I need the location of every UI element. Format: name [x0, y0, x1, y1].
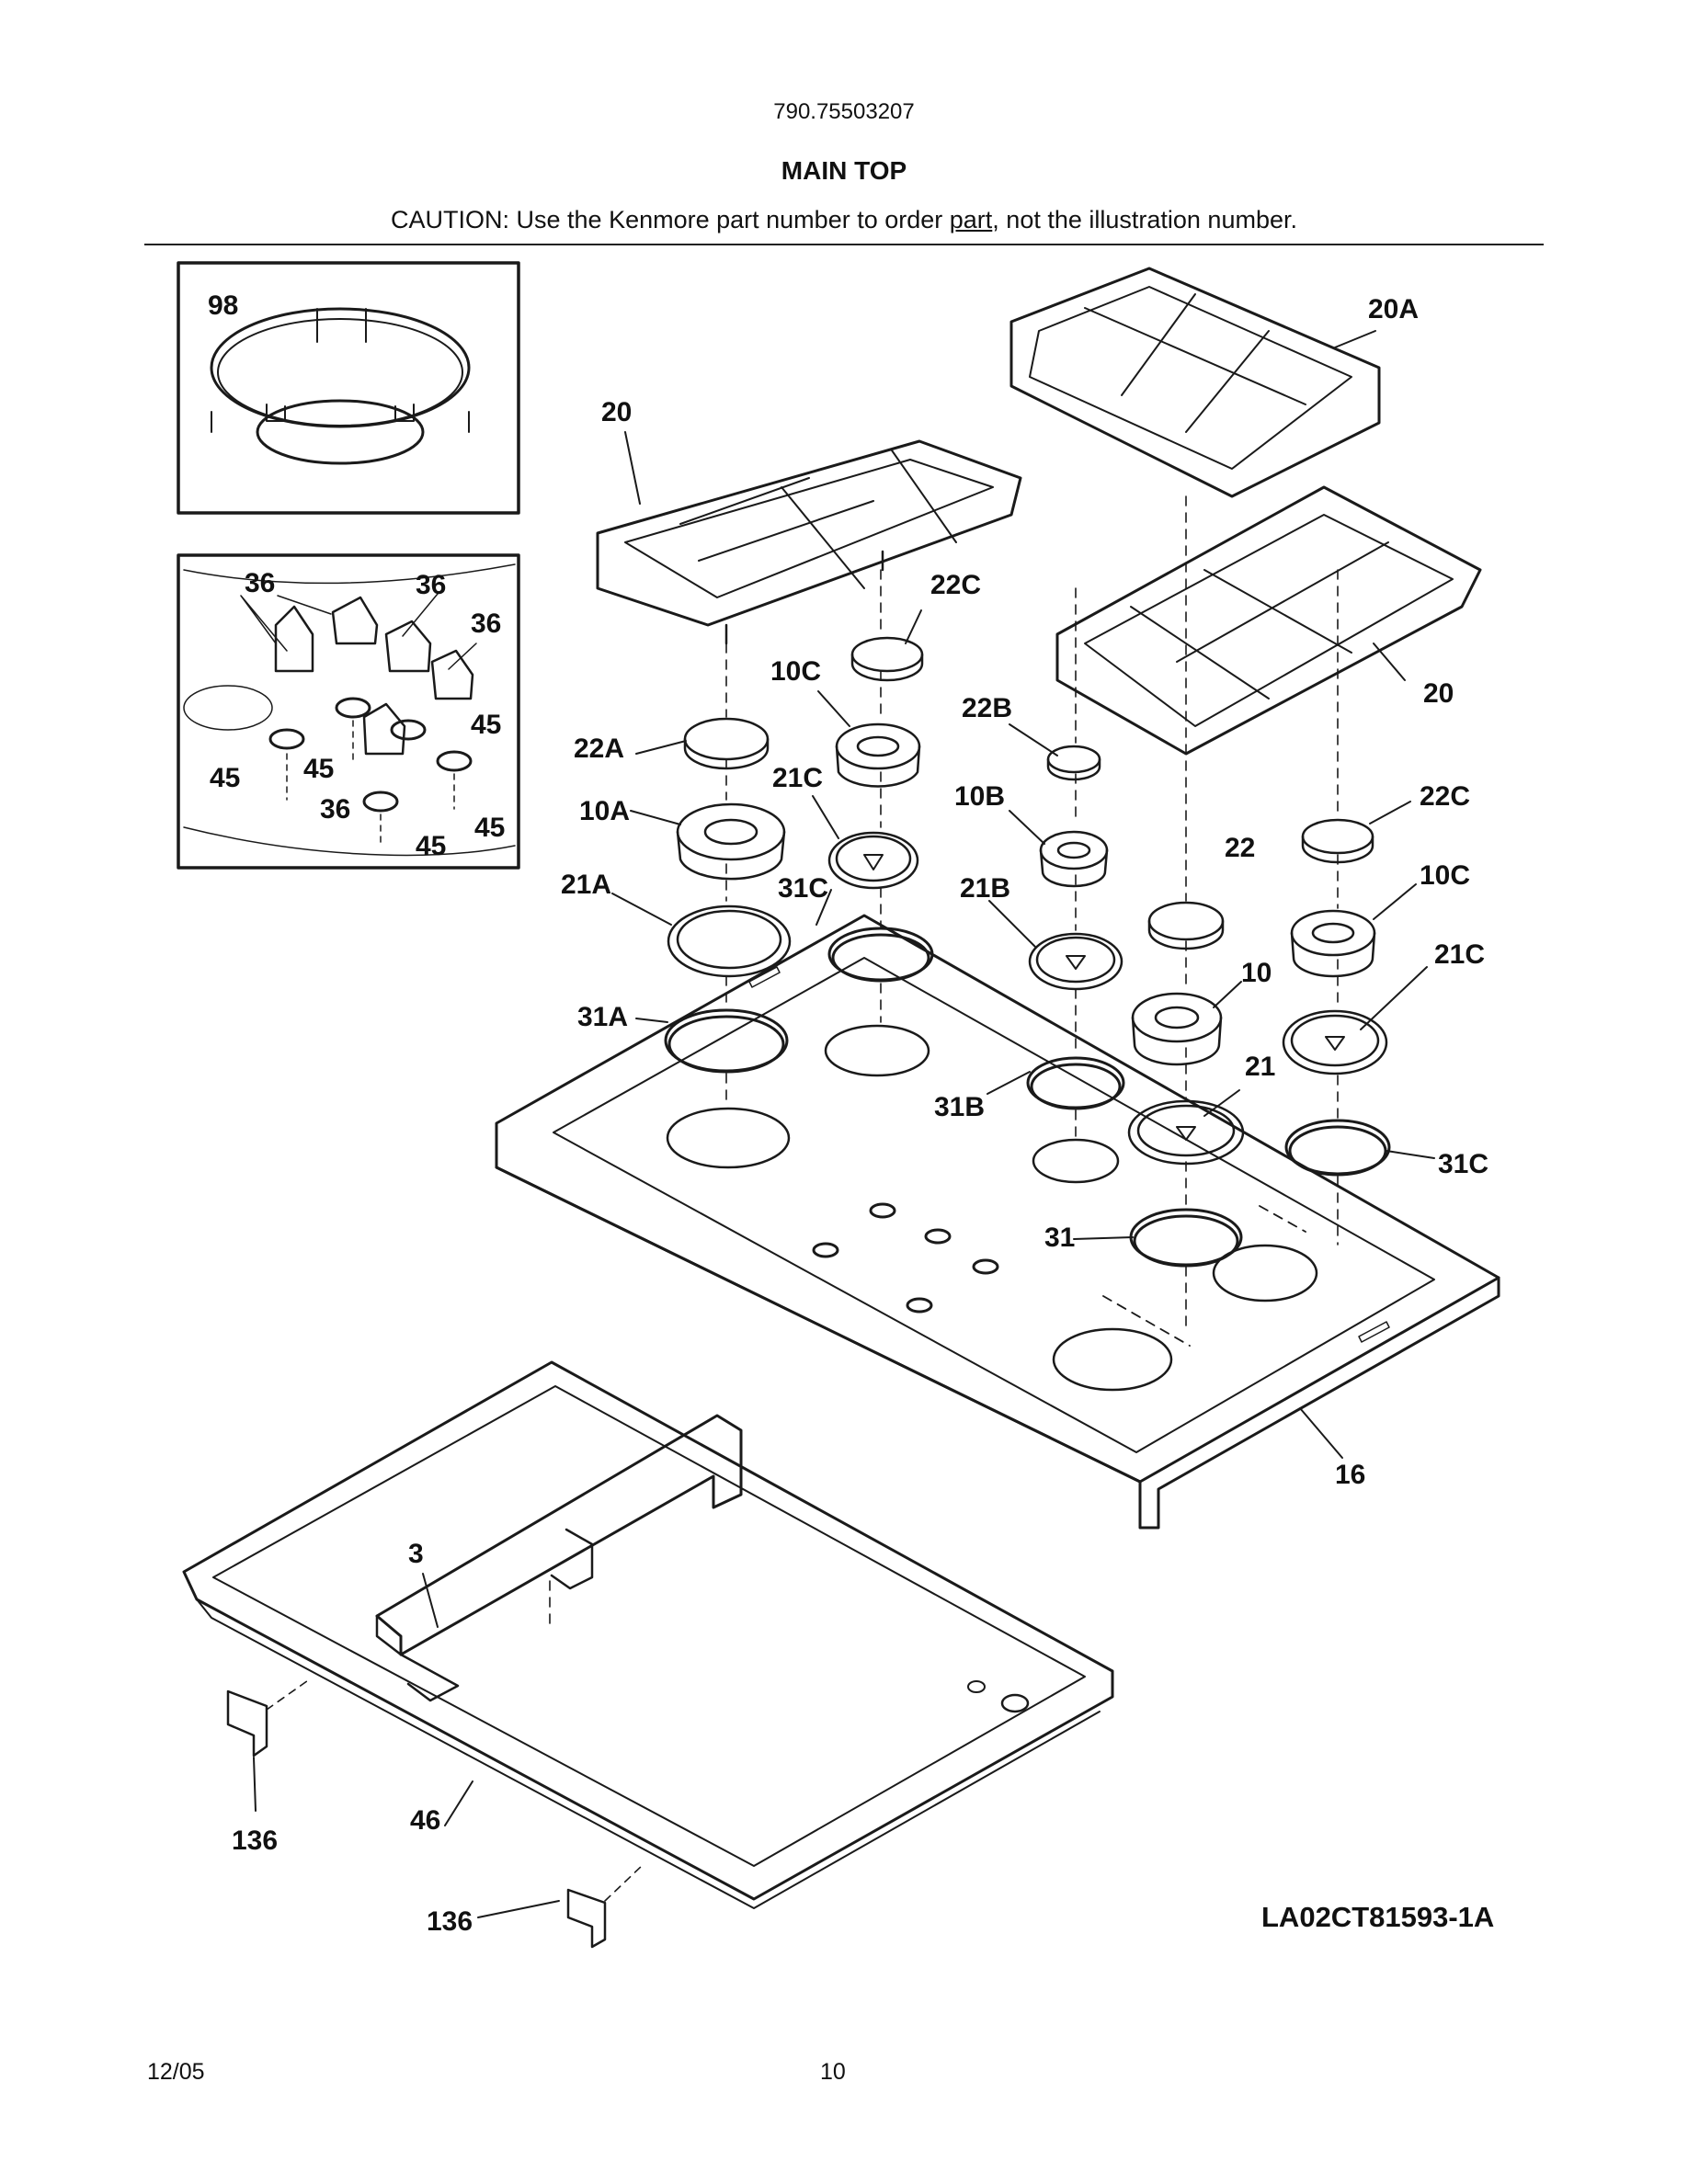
- caution-part-word: part: [949, 206, 993, 233]
- callout-20: 20: [601, 397, 633, 427]
- brackets-136: [226, 1678, 644, 1949]
- inset-98-wok-ring: [177, 261, 520, 515]
- callout-31C: 31C: [1438, 1149, 1489, 1179]
- burner-spreaders: [667, 831, 1388, 1166]
- callout-21A: 21A: [561, 870, 612, 900]
- drawing-code: LA02CT81593-1A: [1261, 1901, 1495, 1933]
- grate-20-right: [1055, 485, 1482, 756]
- callout-22C: 22C: [1420, 781, 1471, 812]
- callout-36: 36: [320, 794, 351, 825]
- callout-31B: 31B: [934, 1092, 986, 1122]
- callout-10C: 10C: [1420, 860, 1471, 891]
- callout-22B: 22B: [962, 693, 1013, 723]
- callout-45: 45: [474, 813, 506, 843]
- burner-heads: [676, 722, 1376, 1066]
- callout-20: 20: [1423, 678, 1454, 709]
- callout-10B: 10B: [954, 781, 1006, 812]
- callout-10A: 10A: [579, 796, 631, 826]
- header-rule: [144, 244, 1544, 245]
- callout-21: 21: [1245, 1052, 1276, 1082]
- callout-3: 3: [408, 1539, 424, 1569]
- callout-98: 98: [208, 290, 239, 321]
- model-number: 790.75503207: [773, 99, 915, 124]
- frame-46: [182, 1360, 1114, 1909]
- callout-22: 22: [1225, 833, 1256, 863]
- callout-10: 10: [1241, 958, 1272, 988]
- page-title: MAIN TOP: [781, 156, 907, 185]
- callout-20A: 20A: [1368, 294, 1420, 324]
- callout-31A: 31A: [577, 1002, 629, 1032]
- callout-36: 36: [245, 568, 276, 598]
- callout-136: 136: [427, 1906, 473, 1937]
- leader-lines: [253, 330, 1435, 1918]
- grate-20A: [1009, 267, 1381, 498]
- caution-note: CAUTION: Use the Kenmore part number to …: [0, 206, 1688, 234]
- callout-22A: 22A: [574, 734, 625, 764]
- callout-136: 136: [232, 1826, 279, 1856]
- caution-text-start: CAUTION: Use the Kenmore part number to …: [391, 206, 950, 233]
- grate-20-left: [596, 439, 1022, 645]
- callout-36: 36: [471, 609, 502, 639]
- caution-text-end: , not the illustration number.: [992, 206, 1297, 233]
- alignment-lines: [725, 495, 1339, 1328]
- callout-45: 45: [210, 763, 241, 793]
- callout-16: 16: [1335, 1460, 1366, 1490]
- callout-45: 45: [471, 710, 502, 740]
- footer-date: 12/05: [147, 2059, 205, 2085]
- callout-31C: 31C: [778, 873, 829, 904]
- callout-46: 46: [410, 1805, 441, 1836]
- inset-knobs: [177, 553, 520, 870]
- callout-45: 45: [303, 754, 335, 784]
- gaskets: [664, 927, 1391, 1268]
- callout-21C: 21C: [772, 763, 824, 793]
- callout-36: 36: [416, 570, 447, 600]
- callout-21B: 21B: [960, 873, 1011, 904]
- callout-21C: 21C: [1434, 939, 1486, 970]
- callout-10C: 10C: [770, 656, 822, 687]
- page-number: 10: [820, 2059, 846, 2085]
- callout-22C: 22C: [930, 570, 982, 600]
- callout-31: 31: [1044, 1223, 1076, 1253]
- callout-45: 45: [416, 831, 447, 861]
